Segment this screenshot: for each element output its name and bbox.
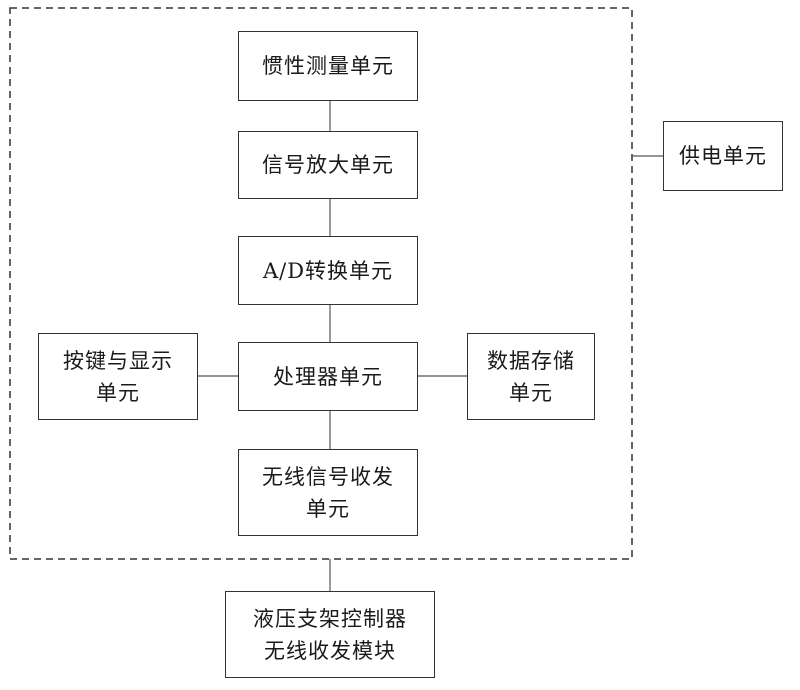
signal-amplifier-block: 信号放大单元 bbox=[238, 131, 418, 199]
device-enclosure-dashed-border bbox=[9, 7, 633, 560]
processor-block: 处理器单元 bbox=[238, 342, 418, 411]
signal-amplifier-label: 信号放大单元 bbox=[262, 153, 394, 177]
power-supply-block: 供电单元 bbox=[663, 121, 783, 191]
wireless-transceiver-label-line2: 单元 bbox=[306, 496, 350, 521]
hydraulic-controller-label-line1: 液压支架控制器 bbox=[253, 606, 407, 631]
keys-display-label-line2: 单元 bbox=[96, 380, 140, 405]
wireless-transceiver-label-line1: 无线信号收发 bbox=[262, 464, 394, 489]
hydraulic-controller-label-line2: 无线收发模块 bbox=[264, 638, 396, 663]
keys-display-label-line1: 按键与显示 bbox=[63, 348, 173, 373]
imu-unit-block: 惯性测量单元 bbox=[238, 31, 418, 101]
imu-unit-label: 惯性测量单元 bbox=[262, 54, 394, 78]
power-supply-label: 供电单元 bbox=[679, 144, 767, 168]
keys-display-block: 按键与显示 单元 bbox=[38, 333, 198, 420]
ad-converter-label: A/D转换单元 bbox=[262, 258, 394, 283]
data-storage-label-line1: 数据存储 bbox=[487, 348, 575, 373]
data-storage-label-line2: 单元 bbox=[509, 380, 553, 405]
ad-converter-block: A/D转换单元 bbox=[238, 236, 418, 305]
processor-label: 处理器单元 bbox=[273, 364, 383, 389]
wireless-transceiver-block: 无线信号收发 单元 bbox=[238, 449, 418, 536]
hydraulic-controller-block: 液压支架控制器 无线收发模块 bbox=[225, 591, 435, 678]
data-storage-block: 数据存储 单元 bbox=[467, 333, 595, 420]
